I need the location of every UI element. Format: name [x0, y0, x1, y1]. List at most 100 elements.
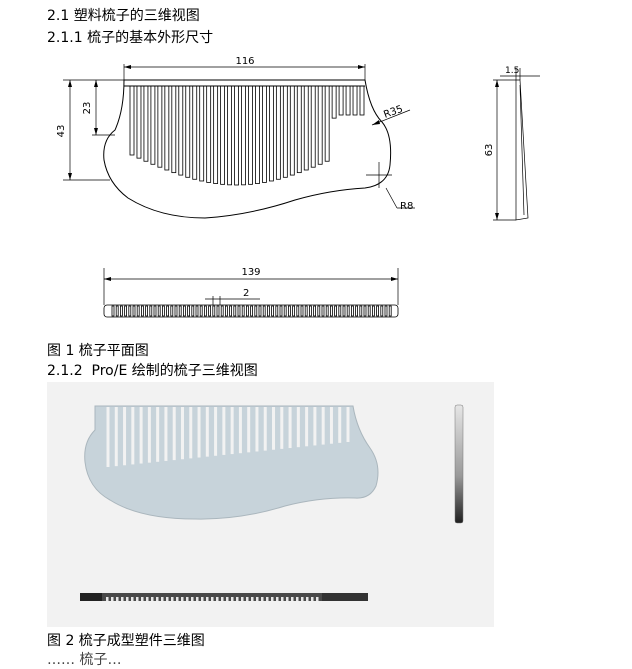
render-bottom-tooth — [176, 597, 179, 601]
comb-tooth — [241, 85, 246, 186]
bottom-tooth — [266, 305, 270, 317]
dim-height-inner: 23 — [82, 102, 93, 115]
render-tooth-gap — [139, 407, 143, 464]
render-tooth-gap — [106, 407, 110, 467]
render-bottom-tooth — [191, 597, 194, 601]
dim-side-height: 63 — [484, 144, 495, 157]
render-tooth-gap — [255, 407, 259, 452]
comb-tooth — [178, 85, 184, 176]
comb-tooth — [248, 85, 253, 185]
bottom-tooth — [203, 305, 207, 317]
render-tooth-gap — [346, 407, 350, 442]
bottom-tooth — [334, 305, 338, 317]
render-bottom-tooth — [291, 597, 294, 601]
render-bottom-tooth — [206, 597, 209, 601]
bottom-tooth — [132, 305, 136, 317]
render-bottom-tooth — [266, 597, 269, 601]
bottom-tooth — [325, 305, 329, 317]
bottom-tooth — [124, 305, 127, 317]
render-bottom-tooth — [151, 597, 154, 601]
bottom-tooth — [216, 305, 220, 317]
bottom-tooth — [388, 305, 392, 317]
render-bottom-tooth — [106, 597, 109, 601]
comb-tooth — [234, 85, 239, 186]
render-tooth-gap — [238, 407, 242, 454]
render-tooth-gap — [296, 407, 300, 448]
bottom-tooth — [153, 305, 157, 317]
bottom-tooth — [250, 305, 254, 317]
comb-tooth — [213, 85, 219, 184]
render-tooth-gap — [189, 407, 193, 459]
bottom-tooth — [199, 305, 203, 317]
bottom-tooth — [279, 305, 283, 317]
render-bottom-tooth — [136, 597, 139, 601]
bottom-tooth — [342, 305, 346, 317]
render-tooth-gap — [164, 407, 168, 461]
comb-plan-drawing: 116 23 43 R35 R8 1.5 63 139 2 — [56, 56, 540, 318]
comb-tooth — [171, 85, 177, 174]
bottom-tooth — [161, 305, 165, 317]
dim-total-length: 139 — [241, 267, 260, 278]
render-tooth-gap — [180, 407, 184, 460]
render-bottom-tooth — [276, 597, 279, 601]
bottom-tooth — [195, 305, 199, 317]
comb-tooth — [164, 85, 170, 171]
comb-tooth — [324, 85, 330, 162]
bottom-tooth — [321, 305, 325, 317]
comb-tooth — [192, 85, 198, 180]
dim-width-top: 116 — [235, 56, 254, 67]
figure-2-caption: 图 2 梳子成型塑件三维图 — [47, 633, 205, 649]
comb-tooth — [255, 85, 260, 184]
bottom-tooth — [283, 305, 287, 317]
render-bottom-tooth — [236, 597, 239, 601]
bottom-tooth — [233, 305, 237, 317]
bottom-tooth — [350, 305, 354, 317]
bottom-tooth — [317, 305, 321, 317]
dim-side-thickness: 1.5 — [505, 66, 519, 76]
render-tooth-gap — [114, 407, 118, 467]
bottom-tooth — [182, 305, 186, 317]
bottom-tooth — [367, 305, 371, 317]
bottom-tooth — [380, 305, 384, 317]
render-tooth-gap — [172, 407, 176, 461]
render-tooth-gap — [197, 407, 201, 458]
bottom-tooth — [111, 305, 115, 317]
render-bottom-tooth — [166, 597, 169, 601]
render-bottom-tooth — [261, 597, 264, 601]
bottom-tooth — [262, 305, 266, 317]
bottom-tooth — [187, 305, 191, 317]
bottom-tooth — [304, 305, 308, 317]
render-bottom-tooth — [111, 597, 114, 601]
bottom-tooth — [140, 305, 144, 317]
render-bottom-tooth — [186, 597, 189, 601]
render-bottom-tooth — [286, 597, 289, 601]
render-bottom-tooth — [256, 597, 259, 601]
comb-tooth — [150, 85, 156, 165]
render-bottom-tooth — [201, 597, 204, 601]
render-bottom-tooth — [221, 597, 224, 601]
dim-tooth-pitch: 2 — [243, 288, 249, 299]
render-bottom-tooth — [141, 597, 144, 601]
render-bottom-tooth — [296, 597, 299, 601]
bottom-tooth — [363, 305, 367, 317]
section-heading-2-1-1: 2.1.1 梳子的基本外形尺寸 — [47, 30, 214, 46]
bottom-tooth — [212, 305, 216, 317]
bottom-tooth — [254, 305, 258, 317]
render-bottom-tooth — [171, 597, 174, 601]
render-tooth-gap — [305, 407, 309, 447]
bottom-tooth — [355, 305, 359, 317]
bottom-tooth — [292, 305, 296, 317]
bottom-tooth — [275, 305, 279, 317]
render-tooth-gap — [321, 407, 325, 445]
bottom-tooth — [296, 305, 300, 317]
figure-1-caption: 图 1 梳子平面图 — [47, 343, 149, 359]
render-bottom-tooth — [116, 597, 119, 601]
bottom-tooth — [346, 305, 350, 317]
section-heading-2-1: 2.1 塑料梳子的三维视图 — [47, 8, 200, 24]
render-tooth-gap — [313, 407, 317, 446]
render-bottom-tooth — [131, 597, 134, 601]
render-bottom-tooth — [311, 597, 314, 601]
comb-tooth — [262, 85, 267, 183]
render-bottom-tooth — [246, 597, 249, 601]
render-tooth-gap — [205, 407, 209, 457]
